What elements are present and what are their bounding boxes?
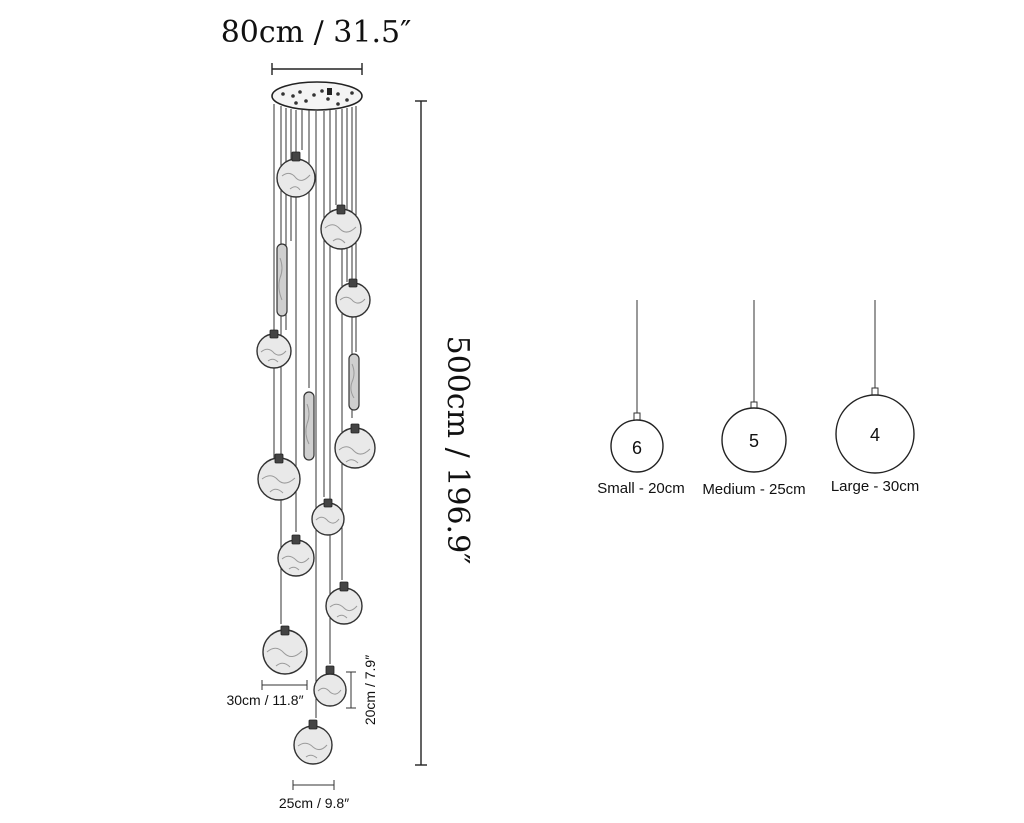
shade-medium-label: Medium - 25cm [702,481,805,498]
overall-height-label: 500cm / 196.9″ [440,336,475,565]
small-shade-height-label: 20cm / 7.9″ [362,655,378,725]
medium-shade-width-label: 25cm / 9.8″ [279,795,349,811]
shade-size-legend: 6 Small - 20cm 5 Medium - 25cm 4 Large -… [597,300,919,498]
glass-shade [256,329,292,369]
shade-medium-count: 5 [749,431,759,451]
glass-shades-edge-view [276,243,360,461]
canopy-width-label: 80cm / 31.5″ [221,15,412,50]
medium-shade-width-dimension: 25cm / 9.8″ [279,780,349,811]
shade-small-label: Small - 20cm [597,480,685,497]
large-shade-width-dimension: 30cm / 11.8″ [226,680,308,708]
shade-size-small: 6 Small - 20cm [597,300,685,497]
glass-shade [293,719,333,765]
glass-shades [256,151,376,765]
glass-shade [276,151,316,198]
glass-shade-edge [303,391,315,461]
ceiling-canopy [271,81,363,111]
glass-shade [313,665,347,707]
glass-shade-edge [348,353,360,411]
glass-shade [262,625,308,675]
overall-height-dimension: 500cm / 196.9″ [415,100,475,766]
glass-shade [277,534,315,577]
shade-large-label: Large - 30cm [831,478,919,495]
shade-small-count: 6 [632,438,642,458]
glass-shade [311,498,345,536]
canopy-width-dimension: 80cm / 31.5″ [221,15,412,75]
glass-shade [334,423,376,469]
glass-shade-edge [276,243,288,317]
small-shade-height-dimension: 20cm / 7.9″ [346,655,378,725]
glass-shade [320,204,362,250]
shade-size-large: 4 Large - 30cm [831,300,919,495]
shade-size-medium: 5 Medium - 25cm [702,300,806,498]
shade-large-count: 4 [870,425,880,445]
glass-shade [335,278,371,318]
glass-shade [325,581,363,625]
large-shade-width-label: 30cm / 11.8″ [226,692,303,708]
glass-shade [257,453,301,501]
